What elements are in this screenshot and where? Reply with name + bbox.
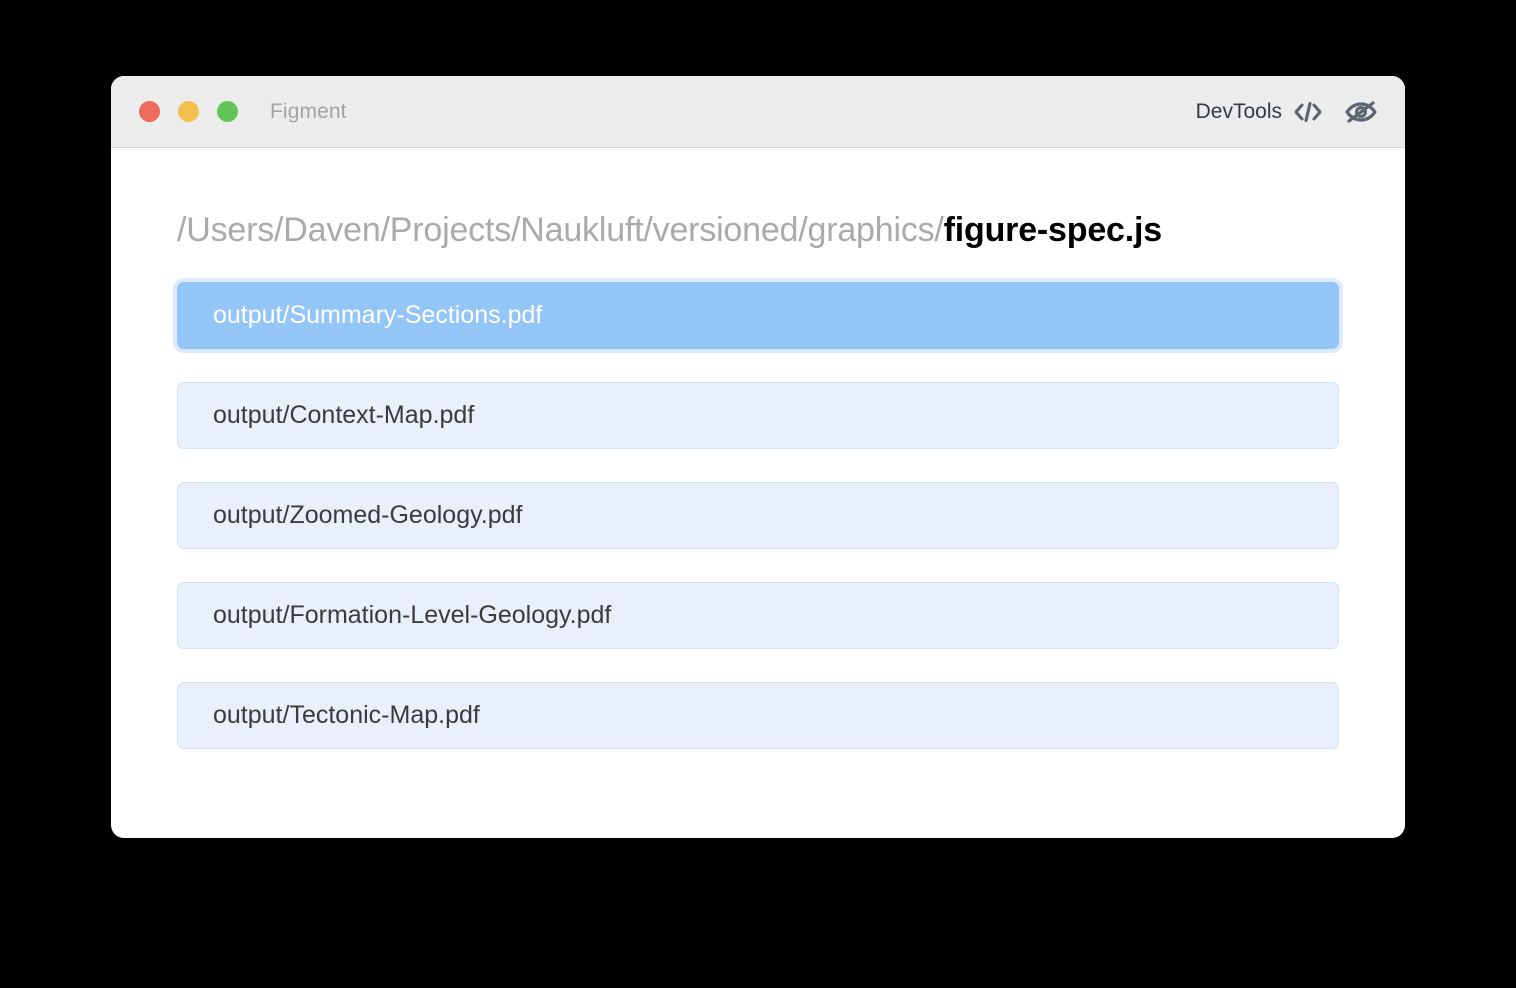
list-item[interactable]: output/Context-Map.pdf — [177, 381, 1339, 449]
list-item[interactable]: output/Summary-Sections.pdf — [177, 281, 1339, 349]
app-title: Figment — [270, 99, 347, 123]
window-titlebar: Figment DevTools — [111, 76, 1405, 148]
list-item[interactable]: output/Tectonic-Map.pdf — [177, 681, 1339, 749]
list-item[interactable]: output/Zoomed-Geology.pdf — [177, 481, 1339, 549]
breadcrumb-filename: figure-spec.js — [943, 211, 1162, 249]
window-content: /Users/Daven/Projects/Naukluft/versioned… — [111, 148, 1405, 749]
devtools-button[interactable]: DevTools — [1196, 99, 1323, 125]
output-file-list: output/Summary-Sections.pdf output/Conte… — [177, 281, 1339, 749]
breadcrumb-directory: /Users/Daven/Projects/Naukluft/versioned… — [177, 211, 944, 249]
list-item[interactable]: output/Formation-Level-Geology.pdf — [177, 581, 1339, 649]
maximize-window-button[interactable] — [217, 101, 238, 122]
traffic-light-group — [139, 101, 238, 122]
code-icon[interactable] — [1293, 99, 1323, 125]
breadcrumb: /Users/Daven/Projects/Naukluft/versioned… — [177, 210, 1339, 251]
app-window: Figment DevTools — [111, 76, 1405, 838]
minimize-window-button[interactable] — [178, 101, 199, 122]
titlebar-actions: DevTools — [1196, 97, 1379, 127]
close-window-button[interactable] — [139, 101, 160, 122]
eye-off-icon[interactable] — [1343, 97, 1379, 127]
devtools-label: DevTools — [1195, 99, 1282, 123]
